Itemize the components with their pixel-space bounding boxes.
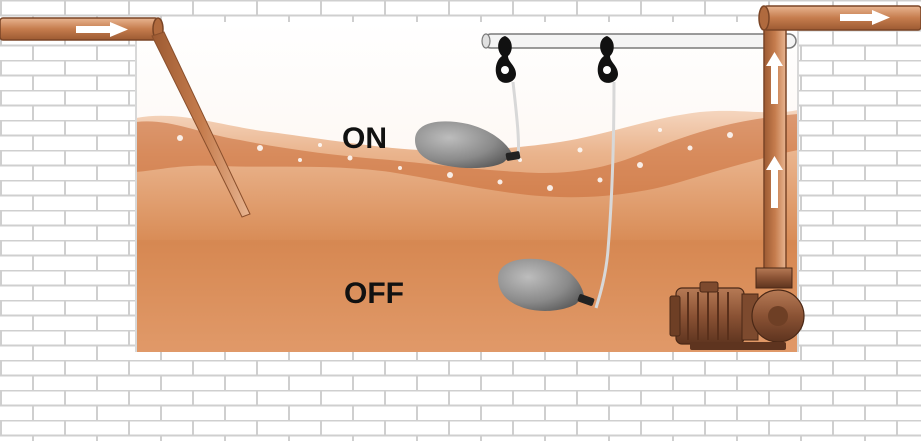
outlet-pipe-end — [758, 5, 770, 31]
water-surface — [136, 114, 798, 198]
float-switch-off — [498, 258, 595, 311]
cable-clamp-on — [495, 36, 516, 83]
cable-clamp-off — [597, 36, 618, 83]
label-on: ON — [342, 122, 387, 155]
pump — [669, 267, 805, 350]
cable-off — [594, 81, 616, 309]
rod-end — [481, 33, 491, 49]
inlet-drop-pipe — [151, 31, 251, 218]
label-off: OFF — [344, 277, 404, 310]
arrow-up-icon — [766, 52, 783, 208]
float-support-rod — [483, 33, 797, 49]
arrow-right-icon — [840, 10, 890, 25]
arrow-right-icon — [76, 22, 128, 37]
float-switch-on — [415, 121, 521, 169]
